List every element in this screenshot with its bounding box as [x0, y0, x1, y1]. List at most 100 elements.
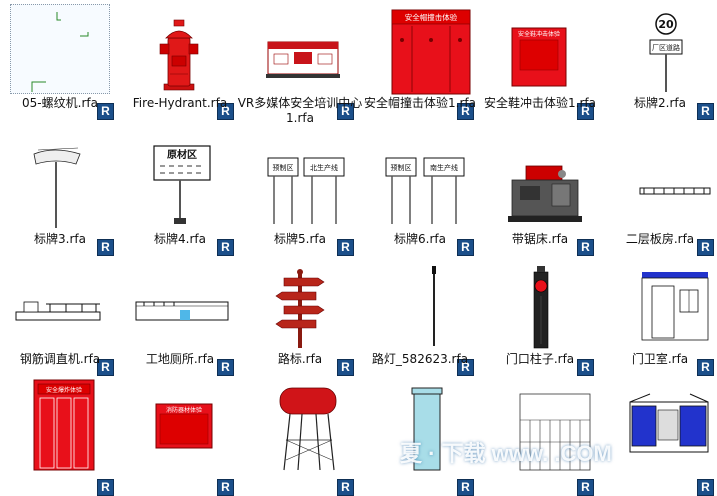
file-tile[interactable]: R 05-螺纹机.rfa: [0, 0, 120, 120]
revit-icon: R: [217, 103, 234, 120]
file-thumbnail: [130, 4, 230, 94]
file-name: 带锯床.rfa: [511, 232, 569, 246]
revit-icon: R: [217, 479, 234, 496]
file-tile[interactable]: R: [480, 376, 600, 496]
thumbnail-sign-text: 原材区: [167, 148, 197, 161]
revit-icon: R: [97, 239, 114, 256]
file-name: Fire-Hydrant.rfa: [132, 96, 228, 110]
file-thumbnail: 安全鞋冲击体验: [490, 4, 590, 94]
revit-icon: R: [697, 103, 714, 120]
file-tile[interactable]: 预制区 北生产线 R 标牌5.rfa: [240, 136, 360, 256]
file-thumbnail: [10, 260, 110, 350]
file-thumbnail: 安全帽撞击体验: [370, 4, 471, 95]
revit-icon: R: [337, 359, 354, 376]
thumbnail-sign-text: 预制区: [391, 163, 412, 172]
file-tile[interactable]: R 带锯床.rfa: [480, 136, 600, 256]
revit-icon: R: [577, 479, 594, 496]
file-thumbnail: [10, 4, 110, 94]
file-tile[interactable]: 预制区 南生产线 R 标牌6.rfa: [360, 136, 480, 256]
file-tile[interactable]: R 路标.rfa: [240, 256, 360, 376]
thumbnail-sign-text: 安全鞋冲击体验: [518, 30, 560, 38]
speed-limit-text: 20: [658, 18, 674, 31]
file-thumbnail: [250, 260, 350, 350]
revit-icon: R: [457, 359, 474, 376]
file-tile[interactable]: 原材区 R 标牌4.rfa: [120, 136, 240, 256]
file-thumbnail: [610, 140, 711, 230]
file-thumbnail: [250, 380, 350, 471]
file-name: 二层板房.rfa: [625, 232, 695, 246]
file-thumbnail: 20 厂区道路: [610, 4, 710, 94]
revit-icon: R: [97, 359, 114, 376]
revit-icon: R: [217, 239, 234, 256]
file-tile[interactable]: R 门卫室.rfa: [600, 256, 717, 376]
file-name: 05-螺纹机.rfa: [22, 96, 98, 110]
file-tile[interactable]: R 路灯_582623.rfa: [360, 256, 480, 376]
file-thumbnail: [610, 260, 710, 350]
revit-icon: R: [457, 239, 474, 256]
revit-icon: R: [697, 359, 714, 376]
file-name: 标牌2.rfa: [634, 96, 686, 110]
revit-icon: R: [217, 359, 234, 376]
file-thumbnail: 预制区 北生产线: [250, 140, 350, 230]
file-thumbnail: [490, 140, 590, 230]
file-name: 路灯_582623.rfa: [371, 352, 469, 366]
revit-icon: R: [457, 103, 474, 120]
revit-icon: R: [577, 103, 594, 120]
file-tile[interactable]: 消防器材体验 R: [120, 376, 240, 496]
file-thumbnail: [130, 260, 230, 350]
file-tile[interactable]: 安全帽撞击体验 R 安全帽撞击体验1.rfa: [360, 0, 480, 120]
revit-icon: R: [457, 479, 474, 496]
file-thumbnail: [10, 140, 110, 230]
file-tile[interactable]: R 工地厕所.rfa: [120, 256, 240, 376]
file-thumbnail: 原材区: [130, 140, 230, 230]
revit-icon: R: [577, 239, 594, 256]
file-tile[interactable]: R 标牌3.rfa: [0, 136, 120, 256]
file-name: 路标.rfa: [277, 352, 323, 366]
file-thumbnail: 预制区 南生产线: [370, 140, 470, 230]
thumbnail-sign-text: 预制区: [273, 163, 294, 172]
file-tile[interactable]: 20 厂区道路 R 标牌2.rfa: [600, 0, 717, 120]
file-thumbnail: 安全爆炸体验: [10, 379, 110, 471]
file-name: 安全帽撞击体验1.rfa: [364, 96, 476, 110]
file-thumbnail: [490, 260, 590, 350]
revit-icon: R: [97, 103, 114, 120]
revit-icon: R: [697, 239, 714, 256]
file-tile[interactable]: R VR多媒体安全培训中心1.rfa: [238, 0, 362, 125]
file-thumbnail: [370, 260, 470, 350]
revit-icon: R: [577, 359, 594, 376]
revit-icon: R: [697, 479, 714, 496]
thumbnail-sign-text: 安全帽撞击体验: [405, 12, 458, 22]
file-thumbnail: [250, 4, 350, 94]
file-thumbnail: [490, 380, 591, 471]
revit-icon: R: [337, 103, 354, 120]
file-name: 标牌6.rfa: [394, 232, 446, 246]
thumbnail-sign-text: 厂区道路: [652, 43, 680, 52]
file-tile[interactable]: R: [240, 376, 360, 496]
file-tile[interactable]: R: [600, 376, 717, 496]
thumbnail-sign-text: 消防器材体验: [166, 406, 202, 414]
file-tile[interactable]: R 钢筋调直机.rfa: [0, 256, 120, 376]
file-tile[interactable]: R: [360, 376, 480, 496]
file-name: 工地厕所.rfa: [145, 352, 215, 366]
thumbnail-sign-text: 安全爆炸体验: [46, 386, 82, 394]
revit-icon: R: [97, 479, 114, 496]
thumbnail-sign-text: 南生产线: [430, 163, 458, 172]
thumbnail-sign-text: 北生产线: [310, 163, 338, 172]
file-tile[interactable]: R 二层板房.rfa: [600, 136, 717, 256]
file-name: 标牌5.rfa: [274, 232, 326, 246]
file-tile[interactable]: R 门口柱子.rfa: [480, 256, 600, 376]
file-name: 门口柱子.rfa: [505, 352, 575, 366]
file-name: 标牌3.rfa: [34, 232, 86, 246]
file-name: 门卫室.rfa: [631, 352, 689, 366]
file-tile[interactable]: 安全鞋冲击体验 R 安全鞋冲击体验1.rfa: [480, 0, 600, 120]
file-name: 标牌4.rfa: [154, 232, 206, 246]
file-tile[interactable]: 安全爆炸体验 R: [0, 376, 120, 496]
file-name: VR多媒体安全培训中心1.rfa: [237, 96, 363, 125]
revit-icon: R: [337, 239, 354, 256]
file-tile[interactable]: R Fire-Hydrant.rfa: [120, 0, 240, 120]
file-name: 安全鞋冲击体验1.rfa: [484, 96, 596, 110]
file-thumbnail: 消防器材体验: [130, 380, 230, 470]
file-thumbnail: [370, 380, 470, 471]
file-thumbnail: [610, 380, 710, 470]
